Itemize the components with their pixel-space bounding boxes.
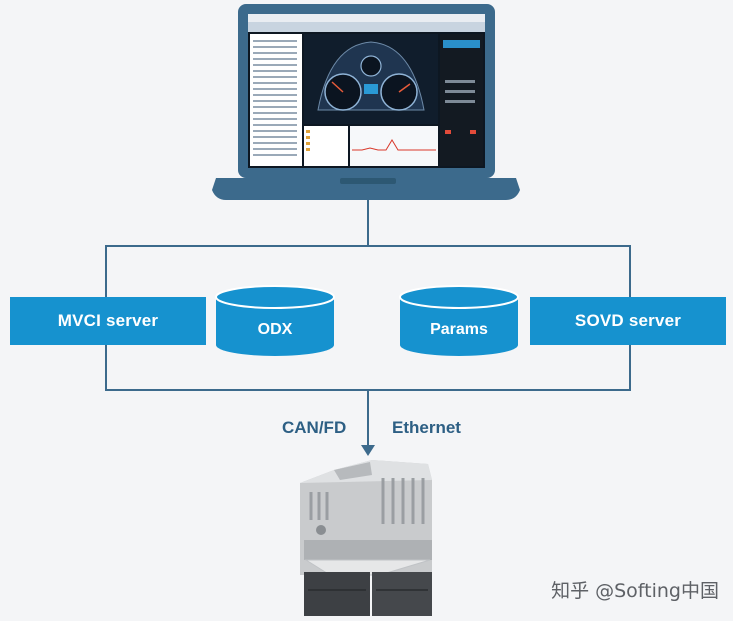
can-fd-label: CAN/FD xyxy=(282,418,347,437)
ecu-module-icon xyxy=(300,460,432,616)
watermark: 知乎 @Softing中国 xyxy=(551,580,719,602)
laptop-icon xyxy=(212,4,520,200)
mvci-server-box: MVCI server xyxy=(10,297,206,345)
sovd-server-box: SOVD server xyxy=(530,297,726,345)
params-label: Params xyxy=(430,321,488,338)
mvci-server-label: MVCI server xyxy=(57,311,159,330)
database-cylinder-icon xyxy=(215,285,335,356)
sovd-server-label: SOVD server xyxy=(574,311,682,330)
database-cylinder-icon xyxy=(399,285,519,356)
ethernet-label: Ethernet xyxy=(392,418,461,437)
odx-label: ODX xyxy=(257,321,293,338)
arrow-head-icon xyxy=(361,445,375,456)
